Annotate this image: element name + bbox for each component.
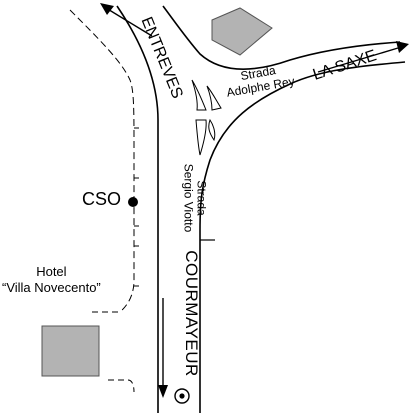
road-edge-west	[116, 5, 159, 413]
cso-marker-icon[interactable]	[128, 197, 138, 207]
arrow-up-left-icon	[100, 3, 153, 37]
road-edge-east-upper	[162, 5, 401, 70]
arrow-right-icon	[317, 41, 409, 73]
road-edge-east-lower	[199, 61, 406, 413]
boundary-ticks	[134, 127, 139, 287]
building-bottom-left	[41, 325, 100, 377]
traffic-island-1	[191, 79, 207, 111]
label-strada-sergio-viotto: Strada Sergio Viotto	[181, 163, 209, 233]
traffic-island-2	[206, 85, 222, 111]
traffic-island-3	[195, 119, 207, 156]
property-boundary	[69, 9, 135, 313]
traffic-island-4	[208, 118, 216, 142]
arrow-down-icon	[158, 298, 168, 398]
label-courmayeur: COURMAYEUR	[181, 250, 201, 377]
destination-bullseye-icon[interactable]	[174, 388, 190, 404]
building-top	[211, 7, 273, 56]
bottom-path	[108, 379, 135, 393]
label-cso: CSO	[82, 189, 122, 209]
label-hotel-villa-novecento: Hotel “Villa Novecento”	[2, 264, 101, 295]
